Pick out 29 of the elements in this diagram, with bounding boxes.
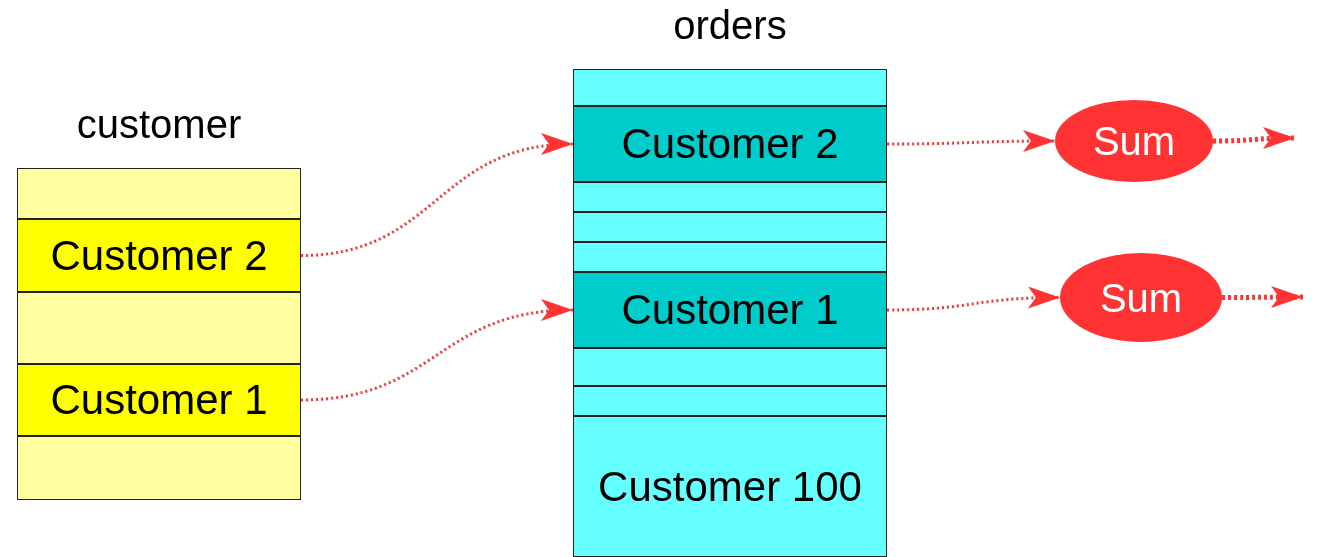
row-label: Customer 2 (621, 123, 839, 165)
empty-row (573, 69, 887, 106)
table-row (573, 416, 887, 557)
table-title: orders (672, 2, 788, 49)
table-row (573, 272, 887, 348)
row-label: Customer 2 (50, 234, 268, 277)
empty-row (573, 348, 887, 386)
row-label: Customer 1 (621, 289, 839, 331)
table-row (573, 106, 887, 182)
empty-row (573, 386, 887, 416)
empty-row (573, 242, 887, 272)
arrow (1213, 127, 1295, 150)
arrow (886, 286, 1061, 312)
table-row (17, 364, 301, 436)
row-label: Customer 1 (50, 379, 268, 421)
empty-row (573, 182, 887, 212)
row-label: Customer 100 (598, 465, 862, 508)
arrow (887, 130, 1055, 153)
table-row (17, 219, 301, 292)
empty-row (17, 436, 301, 500)
table-title: customer (75, 101, 243, 148)
arrow (1222, 286, 1303, 309)
empty-row (17, 168, 301, 219)
sum-ellipse: Sum (1060, 253, 1222, 342)
empty-row (573, 212, 887, 242)
arrow (300, 135, 574, 257)
sum-ellipse: Sum (1055, 100, 1213, 182)
arrow (300, 300, 574, 402)
empty-row (17, 292, 301, 364)
